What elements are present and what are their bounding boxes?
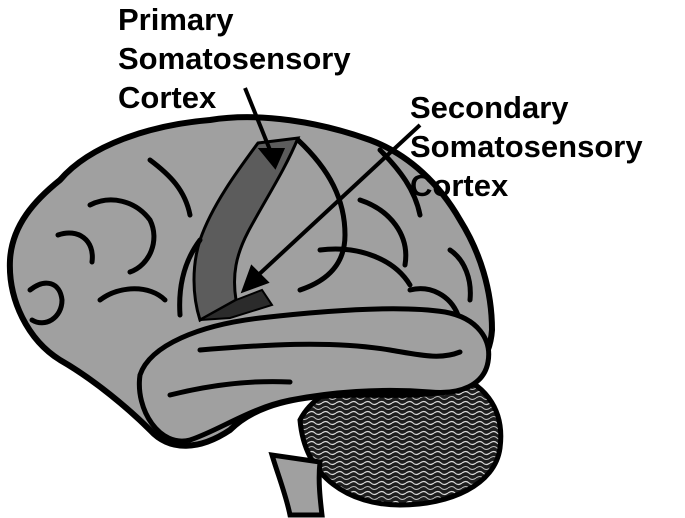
secondary-pointer-arrow xyxy=(253,123,422,280)
secondary-arrowhead xyxy=(240,264,270,294)
brainstem xyxy=(268,451,325,518)
primary-pointer-arrow xyxy=(243,87,272,151)
temporal-lobe xyxy=(136,306,492,444)
secondary-label-line-1: Secondary xyxy=(410,90,569,125)
secondary-label-line-3: Cortex xyxy=(410,168,509,203)
secondary-label-line-2: Somatosensory xyxy=(410,129,643,164)
primary-label-line-3: Cortex xyxy=(118,80,217,115)
primary-arrowhead xyxy=(257,148,286,170)
primary-somatosensory-cortex-label: Primary Somatosensory Cortex xyxy=(118,0,351,117)
secondary-somatosensory-cortex-label: Secondary Somatosensory Cortex xyxy=(410,88,643,205)
primary-label-line-1: Primary xyxy=(118,2,234,37)
primary-label-line-2: Somatosensory xyxy=(118,41,351,76)
secondary-somatosensory-cortex xyxy=(199,288,274,321)
pointer-arrows xyxy=(240,87,422,294)
